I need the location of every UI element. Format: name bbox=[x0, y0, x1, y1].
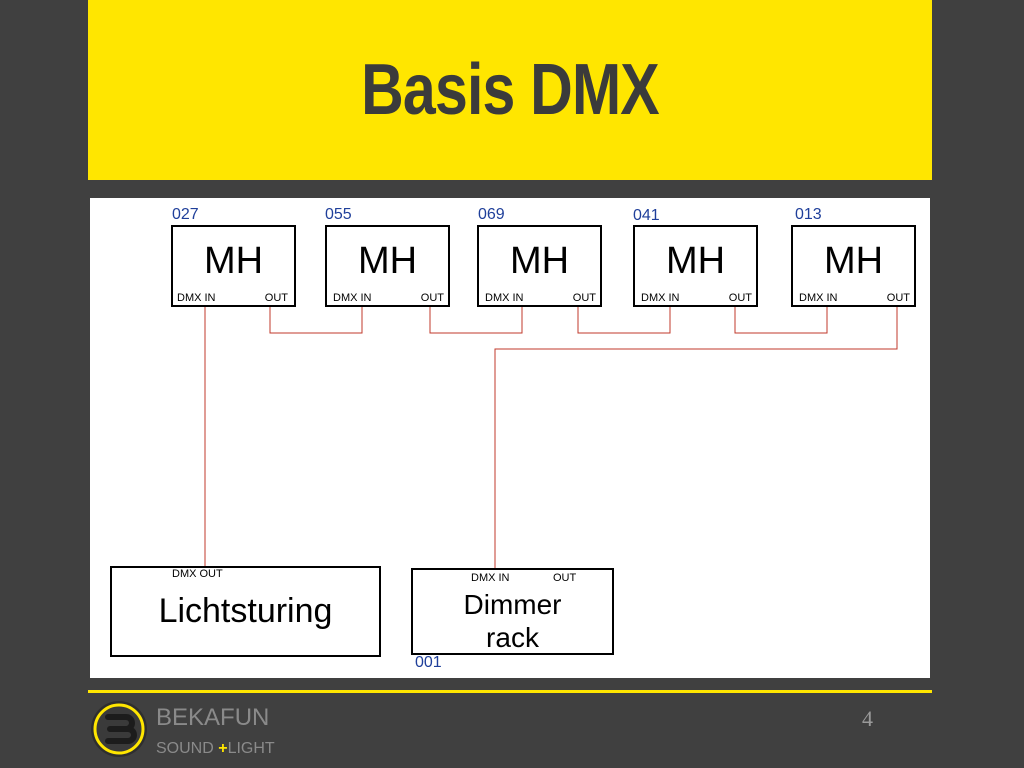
mh-address: 041 bbox=[633, 207, 660, 224]
lichtsturing-label: Lichtsturing bbox=[158, 592, 333, 630]
mh-label: MH bbox=[509, 240, 570, 282]
dmx-in-port: DMX IN bbox=[641, 292, 680, 304]
mh-address: 055 bbox=[325, 206, 352, 223]
lichtsturing-box: DMX OUT Lichtsturing bbox=[110, 566, 381, 657]
cable-mh-013-to-dimmer bbox=[494, 306, 898, 570]
out-port: OUT bbox=[572, 292, 596, 304]
dmx-in-port: DMX IN bbox=[333, 292, 372, 304]
moving-head-box: MH DMX IN OUT bbox=[633, 225, 758, 307]
out-port: OUT bbox=[264, 292, 288, 304]
out-port: OUT bbox=[553, 572, 577, 584]
cable-mh-027-to-mh-055 bbox=[269, 306, 363, 334]
dmx-out-port: DMX OUT bbox=[172, 568, 223, 580]
mh-label: MH bbox=[357, 240, 418, 282]
moving-head-box: MH DMX IN OUT bbox=[791, 225, 916, 307]
brand-name: BEKAFUN bbox=[156, 704, 270, 731]
dimmer-address: 001 bbox=[415, 654, 442, 671]
moving-head-box: MH DMX IN OUT bbox=[325, 225, 450, 307]
mh-label: MH bbox=[203, 240, 264, 282]
bekafun-logo-icon bbox=[91, 701, 147, 757]
out-port: OUT bbox=[886, 292, 910, 304]
mh-address: 013 bbox=[795, 206, 822, 223]
mh-address: 027 bbox=[172, 206, 199, 223]
moving-head-box: MH DMX IN OUT bbox=[477, 225, 602, 307]
dimmer-rack-label: Dimmer rack bbox=[413, 588, 612, 654]
dimmer-label-line2: rack bbox=[486, 622, 539, 653]
cable-layer bbox=[204, 306, 898, 570]
dmx-diagram: 027 MH DMX IN OUT 055 MH DMX IN OUT 069 … bbox=[90, 198, 930, 678]
brand-tagline: SOUND +LIGHT bbox=[156, 740, 275, 757]
dmx-in-port: DMX IN bbox=[177, 292, 216, 304]
moving-head-box: MH DMX IN OUT bbox=[171, 225, 296, 307]
slide-title: Basis DMX bbox=[361, 50, 660, 130]
out-port: OUT bbox=[420, 292, 444, 304]
footer-divider bbox=[88, 690, 932, 693]
cable-mh-069-to-mh-041 bbox=[577, 306, 671, 334]
cable-mh-055-to-mh-069 bbox=[429, 306, 523, 334]
out-port: OUT bbox=[728, 292, 752, 304]
dimmer-label-line1: Dimmer bbox=[463, 589, 562, 620]
mh-label: MH bbox=[823, 240, 884, 282]
mh-address: 069 bbox=[478, 206, 505, 223]
mh-label: MH bbox=[665, 240, 726, 282]
dimmer-rack-box: DMX IN OUT Dimmer rack bbox=[411, 568, 614, 655]
cable-mh-041-to-mh-013 bbox=[734, 306, 828, 334]
dmx-in-port: DMX IN bbox=[471, 572, 510, 584]
title-bar: Basis DMX bbox=[88, 0, 932, 180]
dmx-in-port: DMX IN bbox=[485, 292, 524, 304]
slide-number: 4 bbox=[862, 706, 873, 731]
dmx-in-port: DMX IN bbox=[799, 292, 838, 304]
